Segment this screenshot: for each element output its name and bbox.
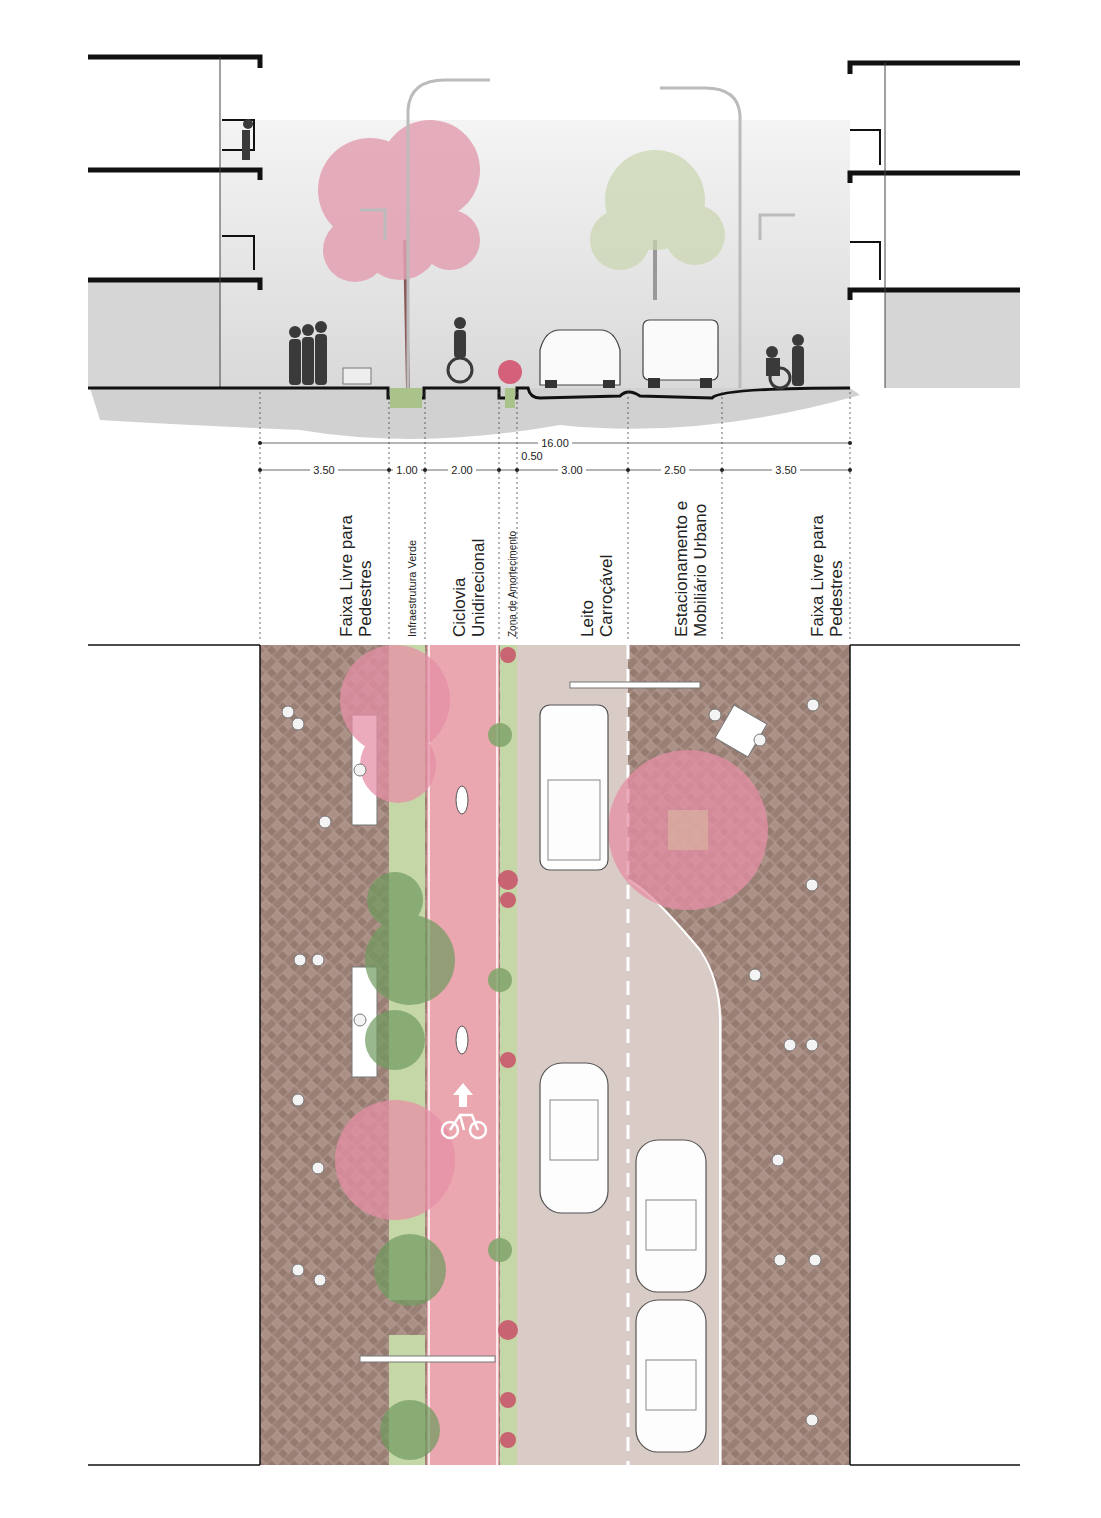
dimension-label: 3.00 (558, 464, 585, 476)
zone-label: Ciclovia Unidirecional (451, 517, 488, 637)
zone-label: Leito Carroçável (579, 537, 616, 637)
zone-label: Infraestrutura Verde (406, 437, 418, 637)
zone-label: Faixa Livre para Pedestres (338, 507, 375, 637)
dimension-label: 3.50 (772, 464, 799, 476)
dimension-label: 2.00 (448, 464, 475, 476)
dimension-label: 1.00 (393, 464, 420, 476)
zone-label: Zona de Amortecimento (507, 437, 518, 637)
dimension-label: 3.50 (310, 464, 337, 476)
dimension-label: 2.50 (661, 464, 688, 476)
dimension-label: 0.50 (518, 450, 545, 462)
zone-label: Faixa Livre para Pedestres (809, 507, 846, 637)
dimension-label: 16.00 (538, 437, 572, 449)
zone-label: Estacionamento e Mobiliário Urbano (673, 472, 710, 637)
